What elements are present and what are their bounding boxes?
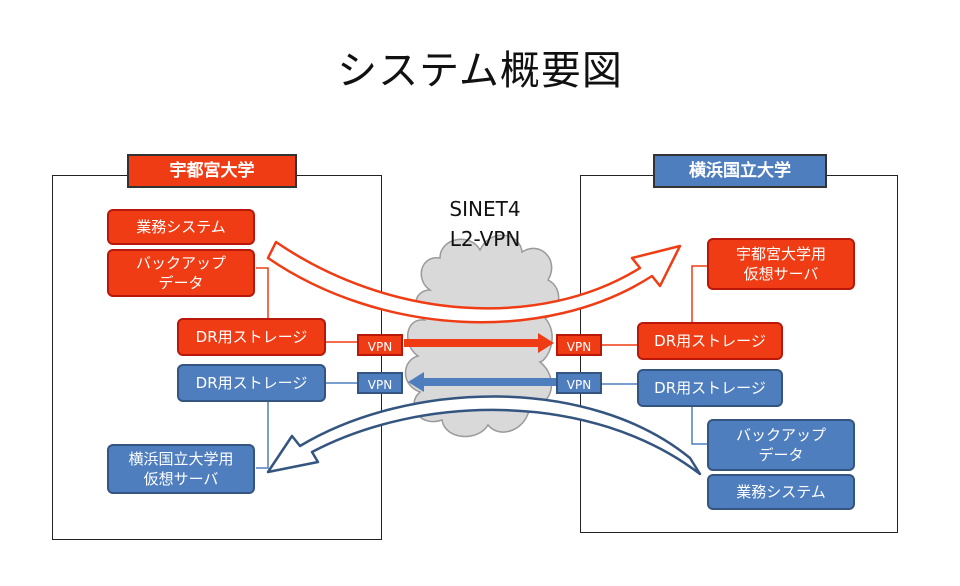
left-virtual-server: 横浜国立大学用 仮想サーバ — [107, 444, 255, 494]
red-replication-arrow — [266, 240, 682, 324]
right-blue-connector — [691, 400, 707, 445]
left-business-system: 業務システム — [107, 209, 255, 245]
right-vpn-blue: VPN — [556, 372, 602, 394]
left-vpn-blue: VPN — [357, 372, 403, 394]
right-university-label: 横浜国立大学 — [653, 154, 827, 188]
right-virtual-server: 宇都宮大学用 仮想サーバ — [707, 238, 855, 290]
network-label-line1: SINET4 — [449, 197, 521, 221]
red-vpn-arrow — [404, 333, 554, 353]
network-label: SINET4 L2-VPN — [400, 194, 570, 254]
page-title: システム概要図 — [337, 48, 623, 94]
left-vpn-red: VPN — [357, 334, 403, 356]
right-dr-storage-red: DR用ストレージ — [637, 322, 783, 360]
right-backup-data: バックアップ データ — [707, 419, 855, 471]
left-dr-storage-blue: DR用ストレージ — [177, 364, 326, 402]
left-dr-storage-red: DR用ストレージ — [177, 318, 326, 356]
network-label-line2: L2-VPN — [449, 227, 521, 251]
cloud-icon — [404, 234, 560, 438]
left-university-label: 宇都宮大学 — [127, 154, 297, 188]
left-backup-data: バックアップ データ — [107, 249, 255, 297]
right-business-system: 業務システム — [707, 474, 855, 510]
right-dr-storage-blue: DR用ストレージ — [637, 369, 783, 407]
blue-replication-arrow — [266, 395, 702, 476]
blue-vpn-arrow — [408, 372, 556, 392]
right-vpn-red: VPN — [556, 334, 602, 356]
left-blue-connector — [256, 400, 269, 469]
